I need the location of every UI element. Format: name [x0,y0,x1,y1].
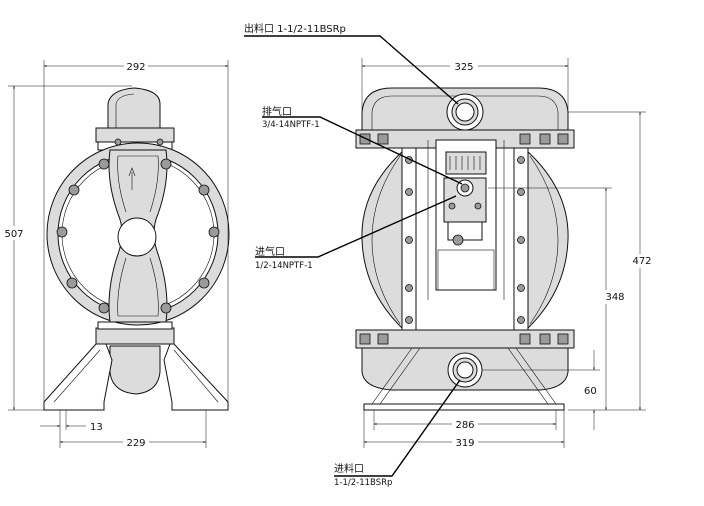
callout-inlet: 进料口 1-1/2-11BSRp [334,379,461,488]
side-view [43,87,230,411]
callout-exhaust: 排气口 3/4-14NPTF-1 [262,105,463,185]
callout-exhaust-label: 排气口 [262,105,292,118]
callout-outlet-label: 出料口 1-1/2-11BSRp [244,22,346,35]
front-view [355,87,575,411]
callout-exhaust-spec: 3/4-14NPTF-1 [262,120,320,130]
side-bolts [56,138,220,314]
front-dimensions: 325 472 348 60 286 319 [361,58,654,449]
side-outlet-dome [107,87,161,135]
callout-air-inlet-spec: 1/2-14NPTF-1 [255,261,313,271]
dim-base-inner: 286 [455,420,474,431]
dim-front-width: 325 [454,62,473,73]
dim-side-width: 292 [126,62,145,73]
dim-foot-offset: 13 [90,422,103,433]
dim-front-height: 472 [632,256,651,267]
dim-side-height: 507 [4,229,23,240]
callout-inlet-label: 进料口 [334,462,364,475]
side-dimensions: 292 507 13 229 [3,60,229,449]
callout-air-inlet-label: 进气口 [255,245,285,258]
side-left-leg [43,343,113,411]
dim-foot-span: 229 [126,438,145,449]
side-center-hub [117,217,157,257]
side-right-leg [163,343,229,411]
callout-outlet: 出料口 1-1/2-11BSRp [244,22,459,105]
side-bottom-manifold [95,327,175,345]
air-inlet-port [452,234,464,246]
callout-air-inlet: 进气口 1/2-14NPTF-1 [255,195,457,271]
callout-inlet-spec: 1-1/2-11BSRp [334,478,392,488]
front-right-chamber [515,149,569,331]
front-stand [371,347,557,405]
dim-inlet-height: 60 [584,386,597,397]
dim-base-outer: 319 [455,438,474,449]
front-left-chamber [361,149,415,331]
dim-air-height: 348 [605,292,624,303]
side-inlet-dome [109,345,161,395]
flow-arrow [128,167,136,190]
